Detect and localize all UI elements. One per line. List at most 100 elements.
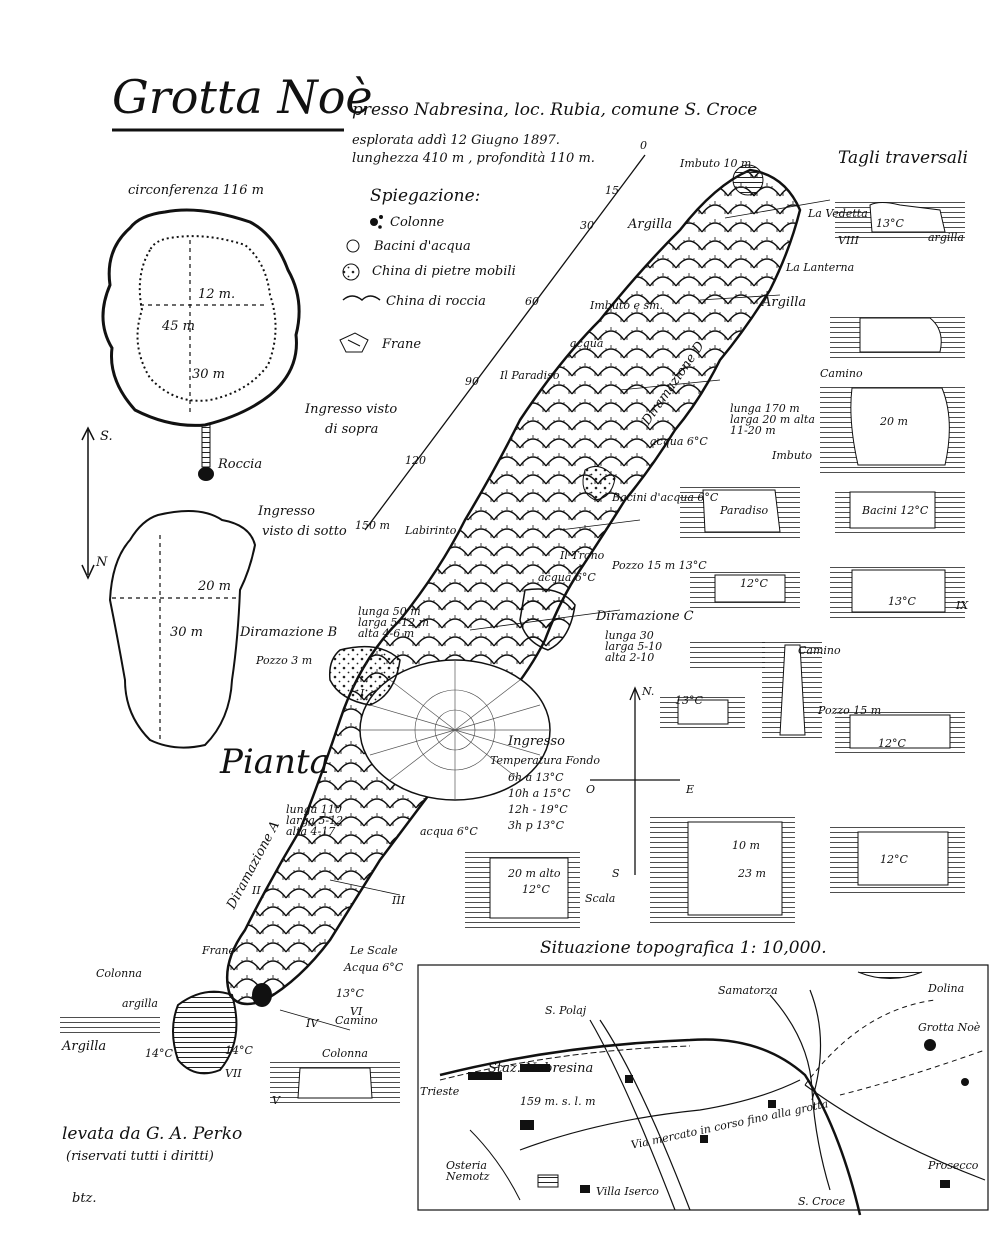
argilla-label: Argilla [628, 217, 673, 232]
top-caption-1: Ingresso visto [305, 402, 398, 417]
legend-symbols [339, 215, 383, 353]
scale-30: 30 [580, 219, 594, 232]
scale-150: 150 m [355, 519, 390, 532]
bottom-caption-2: visto di sotto [262, 524, 347, 539]
topo-villa: Villa Iserco [596, 1185, 659, 1198]
compass-s: S [612, 867, 620, 880]
cave-plan [172, 164, 831, 1075]
bottom-len: 30 m [170, 625, 204, 640]
compass-e: E [686, 783, 695, 796]
section-camino2: Camino [798, 644, 841, 657]
plan-heading: Pianta [220, 742, 330, 782]
pozzo15-label: Pozzo 15 m 13°C [612, 559, 707, 572]
imbuto-label: Imbuto 10 m [680, 157, 752, 170]
topo-samatorza: Samatorza [718, 984, 778, 997]
la-lanterna-label: La Lanterna [786, 261, 855, 274]
section-paradiso: Paradiso [720, 504, 769, 517]
section-20m-alto: 20 m alto [508, 867, 561, 880]
topo-s-croce: S. Croce [798, 1195, 846, 1208]
topo-grotta: Grotta Noè [918, 1021, 981, 1034]
la-vedetta-label: La Vedetta [808, 207, 868, 220]
roman-i: I [360, 687, 365, 700]
legend-china-roccia: China di roccia [386, 294, 486, 309]
section-23m: 23 m [738, 867, 766, 880]
ingresso-label: Ingresso [508, 734, 565, 749]
section-12c-d: 12°C [880, 853, 908, 866]
scale-120: 120 [405, 454, 426, 467]
entrance-bottom-view [108, 510, 257, 749]
colonna-label: Colonna [96, 967, 142, 980]
temperatura-label: Temperatura Fondo [490, 754, 601, 767]
frane-label: Frane [202, 944, 236, 957]
roman-iv: IV [306, 1017, 319, 1030]
section-bacini: Bacini 12°C [862, 504, 929, 517]
rock-label: Roccia [218, 457, 263, 472]
scale-90: 90 [465, 375, 479, 388]
section-imbuto: Imbuto [772, 449, 812, 462]
cross-sections [60, 200, 965, 1105]
lunga-b-label: lunga 50 m larga 5-12 m alta 4-6 m [358, 605, 430, 640]
topo-altitude: 159 m. s. l. m [520, 1095, 596, 1108]
camino-label: Camino [335, 1014, 378, 1027]
section-colonna: Colonna [322, 1047, 368, 1060]
t14a-label: 14°C [145, 1047, 173, 1060]
sections-heading: Tagli traversali [838, 148, 968, 168]
temp-3: 12h - 19°C [508, 803, 568, 816]
temp-4: 3h p 13°C [508, 819, 565, 832]
legend-heading: Spiegazione: [370, 186, 481, 206]
compass-rose [590, 686, 680, 875]
section-pozzo15: Pozzo 15 m [818, 704, 882, 717]
section-13c-c: 13°C [675, 694, 703, 707]
section-camino: Camino [820, 367, 863, 380]
legend-colonne: Colonne [390, 215, 445, 230]
topo-osteria: Osteria Nemotz [446, 1159, 490, 1183]
section-scala: Scala [585, 892, 616, 905]
scale-15: 15 [605, 184, 619, 197]
section-argilla: argilla [928, 231, 964, 244]
argilla4-label: Argilla [62, 1039, 107, 1054]
roman-vii: VII [225, 1067, 242, 1080]
author-line1: levata da G. A. Perko [62, 1124, 243, 1144]
il-trono-label: Il Trono [560, 549, 605, 562]
map-title: Grotta Noè [112, 70, 373, 124]
explored-date: esplorata addì 12 Giugno 1897. [352, 133, 560, 148]
diramazione-c-label: Diramazione C [596, 609, 694, 624]
compass-o: O [586, 783, 596, 796]
labirinto-label: Labirinto [405, 524, 457, 537]
scale-0: 0 [640, 139, 647, 152]
compass-south: S. [100, 429, 113, 444]
lunga-a-label: lunga 110 larga 5-12 alta 4-17 [286, 803, 344, 838]
cave-dimensions: lunghezza 410 m , profondità 110 m. [352, 151, 595, 166]
acqua-label: acqua [570, 337, 604, 350]
roman-vi: VI [350, 1005, 363, 1018]
topo-prosecco: Prosecco [928, 1159, 979, 1172]
circumference-label: circonferenza 116 m [128, 183, 264, 198]
topo-s-polaj: S. Polaj [545, 1004, 587, 1017]
compass-north: N [96, 555, 108, 570]
section-10m: 10 m [732, 839, 760, 852]
bottom-width: 20 m [198, 579, 232, 594]
acqua-b-label: acqua 6°C [538, 571, 596, 584]
topographic-map [417, 964, 989, 1216]
diramazione-b-label: Diramazione B [240, 625, 338, 640]
section-12c: 12°C [740, 577, 768, 590]
section-12c-b: 12°C [878, 737, 906, 750]
topo-staz: Staz. Nabresina [488, 1061, 594, 1076]
roman-ix: IX [956, 599, 969, 612]
temp-2: 10h a 15°C [508, 787, 571, 800]
lunga-c-label: lunga 30 larga 5-10 alta 2-10 [605, 629, 663, 664]
scale-bar [364, 154, 646, 531]
section-13c-b: 13°C [888, 595, 916, 608]
acqua-6c-label: acqua 6°C [650, 435, 708, 448]
legend-china-pietre: China di pietre mobili [372, 264, 516, 279]
top-len2: 30 m [192, 367, 226, 382]
top-len1: 45 m [162, 319, 196, 334]
roman-iii: III [392, 894, 406, 907]
argilla2-label: Argilla [762, 295, 807, 310]
imbuto2-label: Imbuto e sm. [590, 299, 664, 312]
pozzo3-label: Pozzo 3 m [256, 654, 313, 667]
t13-label: 13°C [336, 987, 364, 1000]
scale-60: 60 [525, 295, 539, 308]
t14b-label: 14°C [225, 1044, 253, 1057]
